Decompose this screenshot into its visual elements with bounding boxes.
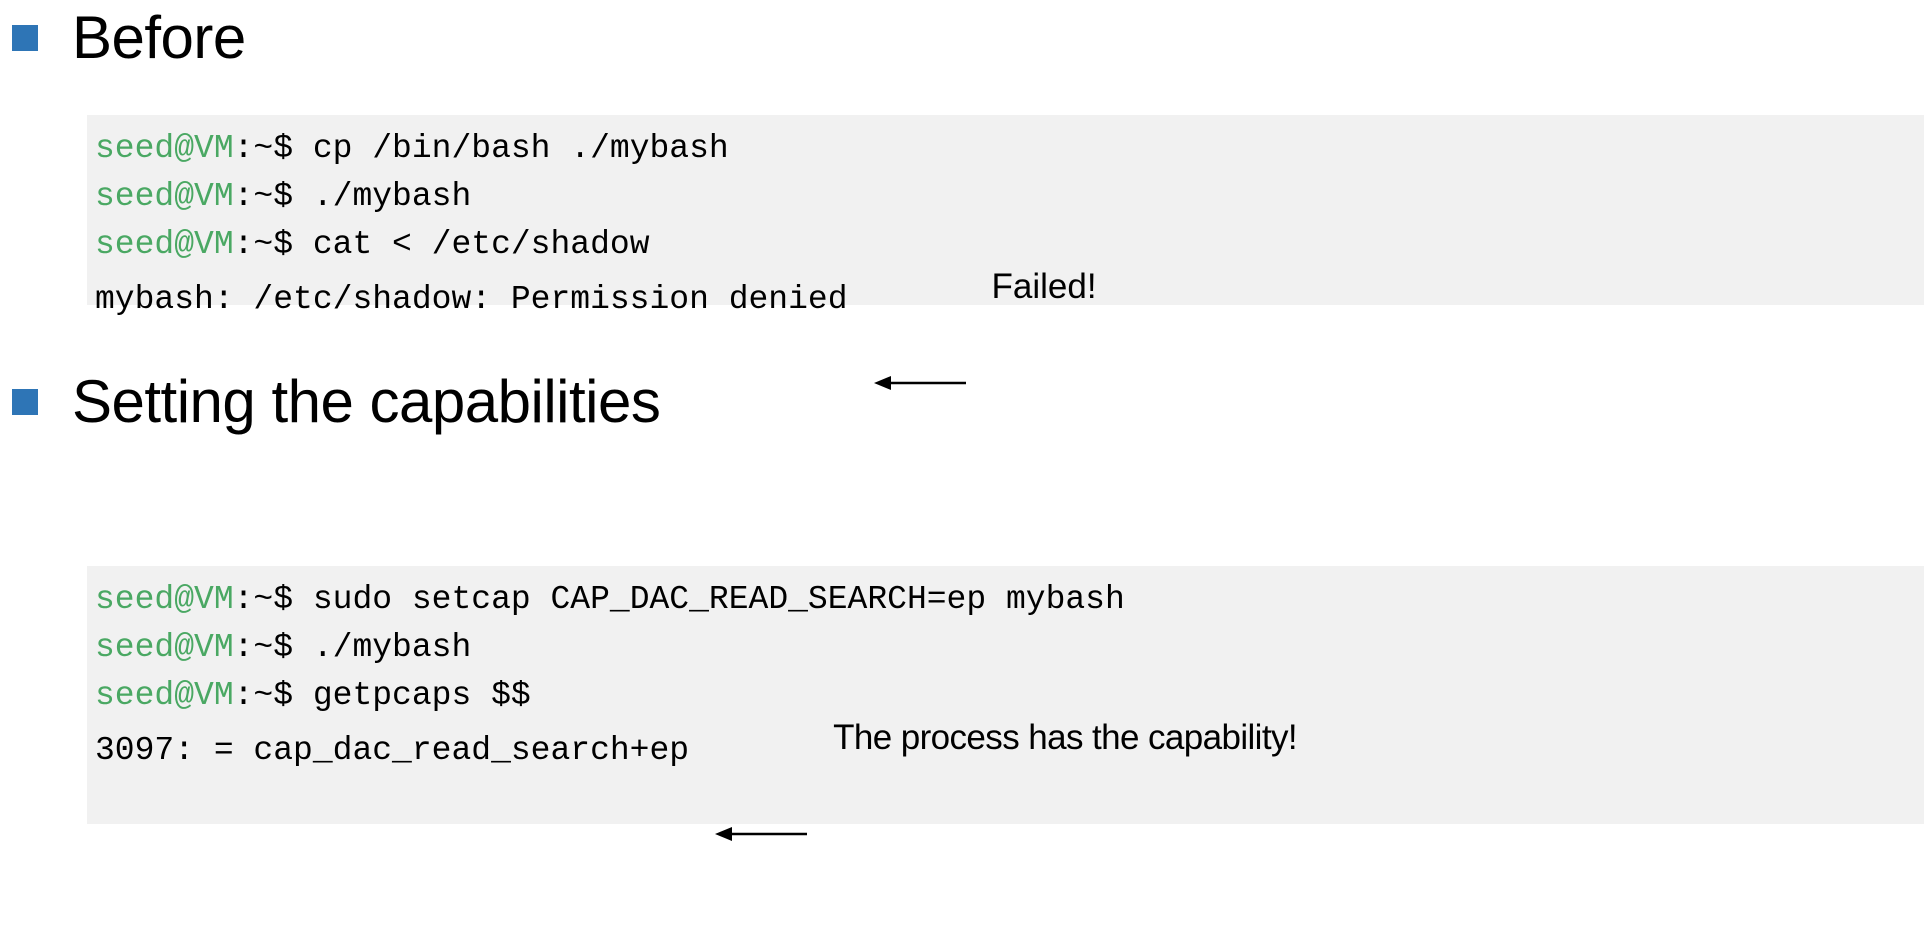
shell-command: ./mybash bbox=[312, 629, 472, 666]
terminal-line: seed@VM:~$ ./mybash bbox=[87, 173, 1924, 221]
shell-prompt-user: seed@VM bbox=[95, 677, 234, 714]
shell-prompt-sep: :~$ bbox=[233, 226, 313, 263]
shell-prompt-user: seed@VM bbox=[95, 629, 234, 666]
shell-output: mybash: /etc/shadow: Permission denied bbox=[95, 280, 848, 318]
shell-command: cp /bin/bash ./mybash bbox=[312, 130, 729, 167]
shell-prompt-sep: :~$ bbox=[233, 629, 313, 666]
heading-before-label: Before bbox=[72, 4, 246, 71]
terminal-line-output: 3097: = cap_dac_read_search+ep The proce… bbox=[87, 718, 1924, 841]
shell-command: getpcaps $$ bbox=[312, 677, 531, 714]
shell-command: ./mybash bbox=[312, 178, 472, 215]
left-arrow-icon bbox=[873, 276, 966, 390]
shell-prompt-user: seed@VM bbox=[95, 130, 234, 167]
shell-prompt-sep: :~$ bbox=[233, 178, 313, 215]
shell-prompt-user: seed@VM bbox=[95, 226, 234, 263]
annotation-capability: The process has the capability! bbox=[715, 718, 1298, 841]
heading-before: Before bbox=[0, 2, 246, 74]
heading-setting-capabilities-label: Setting the capabilities bbox=[72, 368, 661, 435]
shell-prompt-user: seed@VM bbox=[95, 581, 234, 618]
terminal-block-before: seed@VM:~$ cp /bin/bash ./mybash seed@VM… bbox=[87, 115, 1924, 390]
shell-prompt-sep: :~$ bbox=[233, 677, 313, 714]
terminal-line: seed@VM:~$ sudo setcap CAP_DAC_READ_SEAR… bbox=[87, 576, 1924, 624]
shell-prompt-user: seed@VM bbox=[95, 178, 234, 215]
heading-setting-capabilities: Setting the capabilities bbox=[0, 366, 661, 438]
bullet-square-icon bbox=[12, 389, 38, 415]
terminal-line: seed@VM:~$ cp /bin/bash ./mybash bbox=[87, 125, 1924, 173]
slide-canvas: Before seed@VM:~$ cp /bin/bash ./mybash … bbox=[0, 2, 1924, 841]
terminal-line: seed@VM:~$ getpcaps $$ bbox=[87, 672, 1924, 720]
shell-prompt-sep: :~$ bbox=[233, 581, 313, 618]
annotation-failed: Failed! bbox=[873, 267, 1097, 390]
shell-output: 3097: = cap_dac_read_search+ep bbox=[95, 731, 690, 769]
shell-command: sudo setcap CAP_DAC_READ_SEARCH=ep mybas… bbox=[312, 581, 1125, 618]
terminal-line-output: mybash: /etc/shadow: Permission denied F… bbox=[87, 267, 1924, 390]
terminal-line: seed@VM:~$ ./mybash bbox=[87, 624, 1924, 672]
terminal-block-setting-capabilities: seed@VM:~$ sudo setcap CAP_DAC_READ_SEAR… bbox=[87, 566, 1924, 841]
annotation-failed-label: Failed! bbox=[991, 267, 1097, 306]
shell-prompt-sep: :~$ bbox=[233, 130, 313, 167]
left-arrow-icon bbox=[715, 727, 808, 841]
terminal-line: seed@VM:~$ cat < /etc/shadow bbox=[87, 221, 1924, 269]
annotation-capability-label: The process has the capability! bbox=[833, 718, 1297, 757]
shell-command: cat < /etc/shadow bbox=[312, 226, 650, 263]
bullet-square-icon bbox=[12, 25, 38, 51]
